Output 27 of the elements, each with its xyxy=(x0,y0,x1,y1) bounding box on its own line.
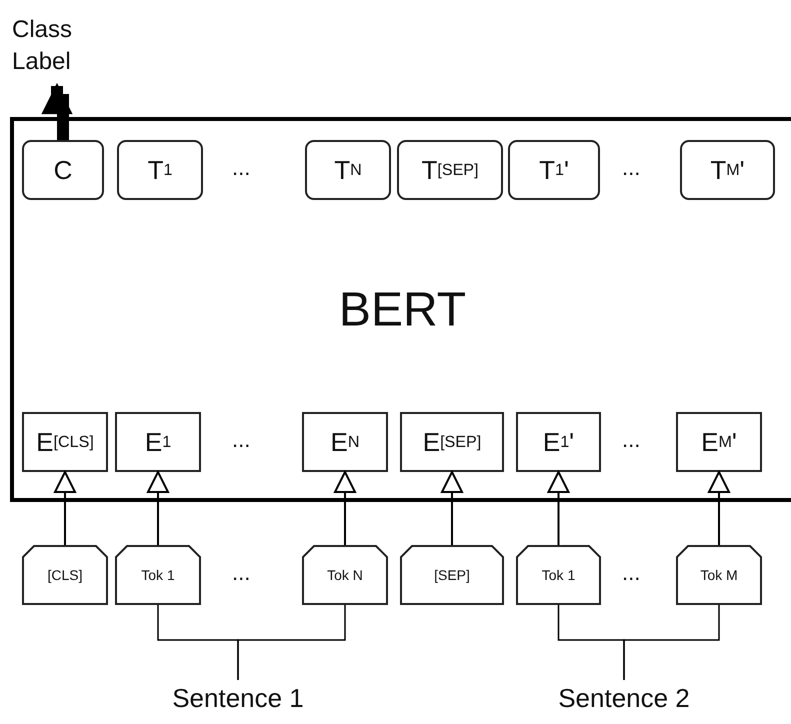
ellipsis: ... xyxy=(232,560,250,586)
output-box: C xyxy=(22,140,104,200)
output-label: Class Label xyxy=(12,6,102,86)
segment-label: Sentence 1 xyxy=(168,680,308,716)
ellipsis: ... xyxy=(232,155,250,181)
arrow xyxy=(334,471,356,545)
ellipsis: ... xyxy=(622,155,640,181)
ellipsis: ... xyxy=(622,427,640,453)
arrow xyxy=(41,82,73,140)
arrow xyxy=(548,471,570,545)
arrow xyxy=(147,471,169,545)
token-box: Tok M xyxy=(676,545,762,605)
arrow xyxy=(54,471,76,545)
segment-label: Sentence 2 xyxy=(554,680,694,716)
ellipsis: ... xyxy=(232,427,250,453)
bracket-line xyxy=(623,605,720,680)
bracket-line xyxy=(237,605,346,680)
token-box: Tok N xyxy=(302,545,388,605)
ellipsis: ... xyxy=(622,560,640,586)
token-box: Tok 1 xyxy=(516,545,601,605)
token-box: [CLS] xyxy=(22,545,108,605)
arrow xyxy=(441,471,463,545)
token-box: [SEP] xyxy=(400,545,504,605)
model-name: BERT xyxy=(338,282,466,337)
arrow xyxy=(708,471,730,545)
model-frame xyxy=(10,117,791,502)
token-box: Tok 1 xyxy=(115,545,201,605)
